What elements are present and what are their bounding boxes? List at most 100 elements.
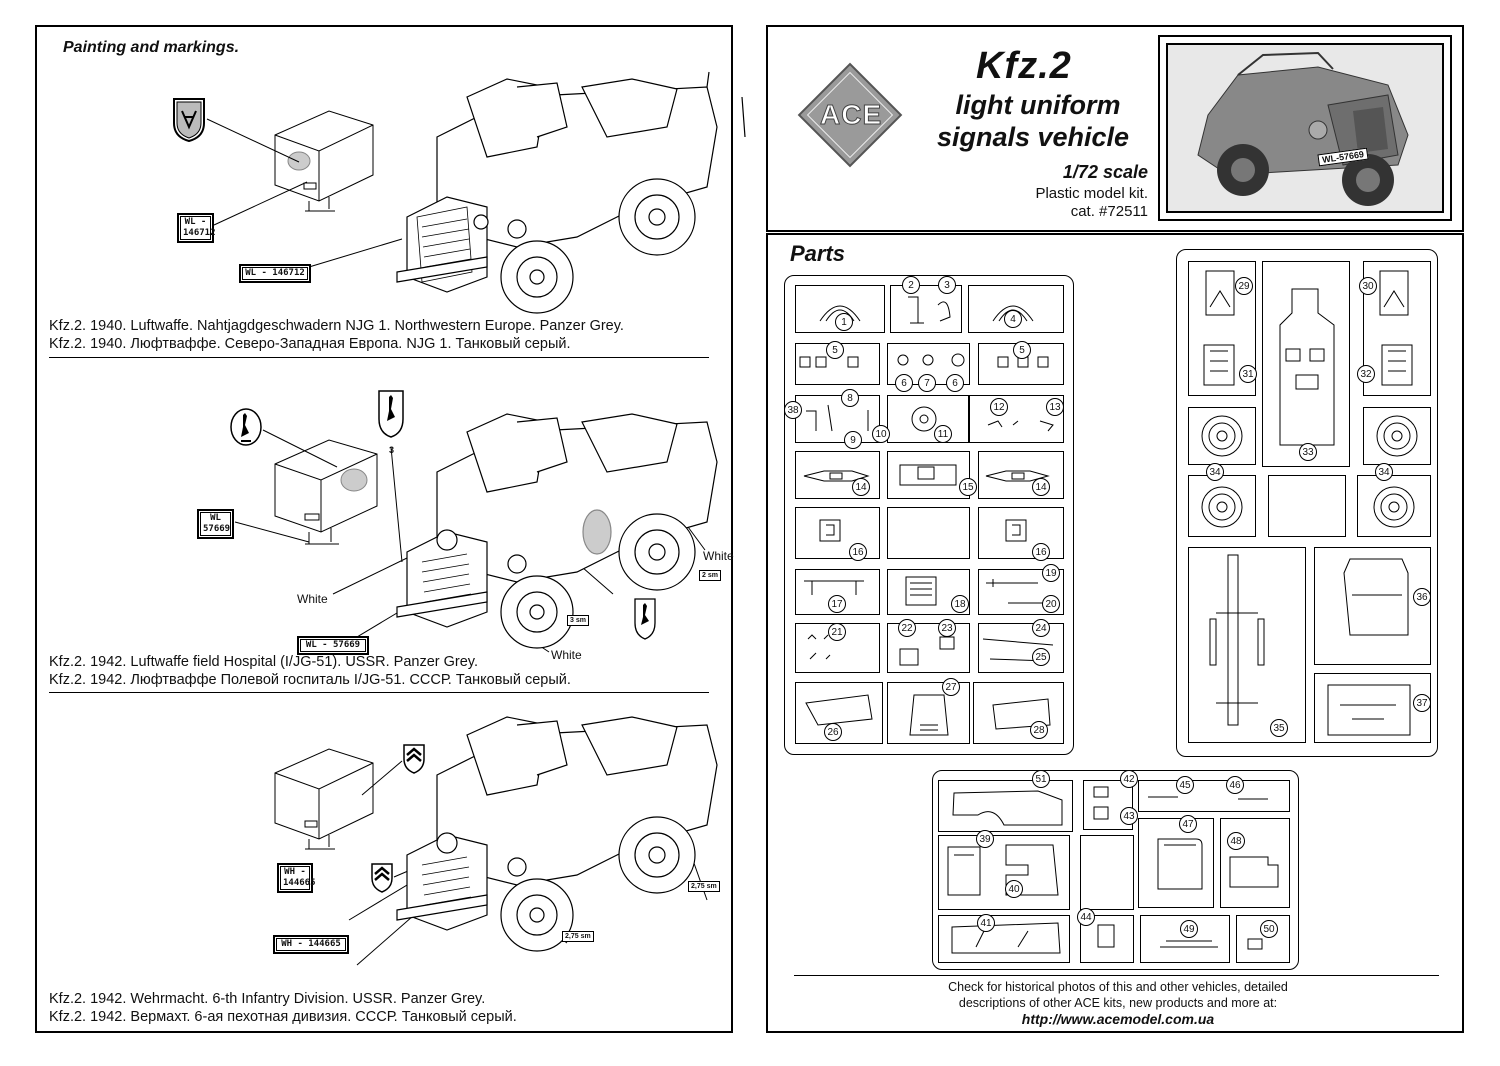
part-number: 46 <box>1226 776 1244 794</box>
logo-text: ACE <box>819 99 883 131</box>
leader-lines <box>206 118 403 268</box>
part-cell <box>1357 475 1431 537</box>
divider <box>794 975 1439 976</box>
part-number: 13 <box>1046 398 1064 416</box>
part-cell <box>795 395 880 443</box>
part-number: 34 <box>1206 463 1224 481</box>
part-cell <box>887 395 970 443</box>
chevron-shield-icon <box>371 863 393 893</box>
part-cell <box>1140 915 1230 963</box>
part-number: 22 <box>898 619 916 637</box>
part-cell <box>978 451 1064 499</box>
sprue-b <box>1176 249 1438 757</box>
part-cell <box>968 395 1064 443</box>
part-number: 19 <box>1042 564 1060 582</box>
part-number: 17 <box>828 595 846 613</box>
part-number: 27 <box>942 678 960 696</box>
plate-small: WH -144665 <box>277 863 316 893</box>
part-number: 5 <box>826 341 844 359</box>
part-cell <box>795 507 880 559</box>
part-number: 20 <box>1042 595 1060 613</box>
scale-label: 1/72 scale <box>1062 162 1148 182</box>
part-cell <box>1363 261 1431 396</box>
part-number: 9 <box>844 431 862 449</box>
scheme-1-caption-en: Kfz.2. 1940. Luftwaffe. Nahtjagdgeschwad… <box>49 318 624 334</box>
part-cell <box>1262 261 1350 467</box>
part-number: 15 <box>959 478 977 496</box>
scheme-2-caption-en: Kfz.2. 1942. Luftwaffe field Hospital (I… <box>49 654 479 670</box>
part-number: 47 <box>1179 815 1197 833</box>
part-cell <box>1188 407 1256 465</box>
part-number: 10 <box>872 425 890 443</box>
part-cell <box>887 569 970 615</box>
part-number: 38 <box>784 401 802 419</box>
photo-frame: WL-57669 <box>1158 35 1452 221</box>
part-number: 34 <box>1375 463 1393 481</box>
scheme-3-caption-ru: Kfz.2. 1942. Вермахт. 6-ая пехотная диви… <box>49 1009 517 1025</box>
part-number: 33 <box>1299 443 1317 461</box>
part-cell <box>1363 407 1431 465</box>
kit-type-label: Plastic model kit. <box>1035 185 1148 202</box>
sprue-a <box>784 275 1074 755</box>
part-cell <box>978 623 1064 673</box>
painting-markings-panel: Painting and markings. <box>35 25 746 1033</box>
part-cell <box>890 285 962 333</box>
part-number: 5 <box>1013 341 1031 359</box>
part-cell <box>1188 547 1306 743</box>
white-label: White <box>551 648 582 662</box>
dimension-label: 3 sm <box>567 615 589 626</box>
part-cell <box>973 682 1064 744</box>
part-number: 40 <box>1005 880 1023 898</box>
part-number: 26 <box>824 723 842 741</box>
white-label: White <box>297 592 328 606</box>
part-cell <box>938 835 1070 910</box>
part-number: 18 <box>951 595 969 613</box>
part-cell <box>887 623 970 673</box>
website-link[interactable]: http://www.acemodel.com.ua <box>1021 1011 1215 1027</box>
part-number: 43 <box>1120 807 1138 825</box>
part-shapes <box>799 296 1054 736</box>
part-cell <box>1314 547 1431 665</box>
parts-panel: Parts <box>766 233 1464 1033</box>
part-number: 7 <box>918 374 936 392</box>
catalog-label: cat. #72511 <box>1070 203 1148 220</box>
part-number: 45 <box>1176 776 1194 794</box>
product-subtitle-1: light uniform <box>955 90 1121 120</box>
part-cell <box>1138 818 1214 908</box>
part-shapes <box>947 786 1279 954</box>
part-cell <box>1188 261 1256 396</box>
part-number: 41 <box>977 914 995 932</box>
part-number: 50 <box>1260 920 1278 938</box>
part-number: 35 <box>1270 719 1288 737</box>
part-number: 8 <box>841 389 859 407</box>
plate-front: WH - 144665 <box>273 935 349 954</box>
toolbox-drawing <box>274 110 374 212</box>
part-cell <box>887 507 970 559</box>
plate-front: WL - 57669 <box>297 636 369 655</box>
scheme-3: WH -144665 WH - 144665 2,75 sm 2,75 sm <box>37 695 735 995</box>
footer-line-2: descriptions of other ACE kits, new prod… <box>958 996 1278 1010</box>
part-number: 16 <box>849 543 867 561</box>
part-cell <box>1138 780 1290 812</box>
part-number: 32 <box>1357 365 1375 383</box>
part-number: 49 <box>1180 920 1198 938</box>
unit-emblem-icon <box>173 98 205 143</box>
part-cell <box>938 780 1073 832</box>
plate-front: WL - 146712 <box>239 264 311 283</box>
part-number: 11 <box>934 425 952 443</box>
part-cell <box>795 451 880 499</box>
part-number: 3 <box>938 276 956 294</box>
part-number: 23 <box>938 619 956 637</box>
part-cell <box>1080 915 1134 963</box>
scheme-2-caption-ru: Kfz.2. 1942. Люфтваффе Полевой госпиталь… <box>49 672 571 688</box>
part-number: 42 <box>1120 770 1138 788</box>
scheme-1: WL -146712 WL - 146712 Kfz.2. 1940. Luft… <box>37 27 746 357</box>
footer-line-1: Check for historical photos of this and … <box>948 980 1288 994</box>
part-cell <box>938 915 1070 963</box>
plate-small: WL -146712 <box>177 213 216 243</box>
part-number: 36 <box>1413 588 1431 606</box>
vehicle-drawing-icon <box>396 716 718 952</box>
part-number: 48 <box>1227 832 1245 850</box>
part-cell <box>887 682 970 744</box>
part-cell <box>1083 780 1133 830</box>
